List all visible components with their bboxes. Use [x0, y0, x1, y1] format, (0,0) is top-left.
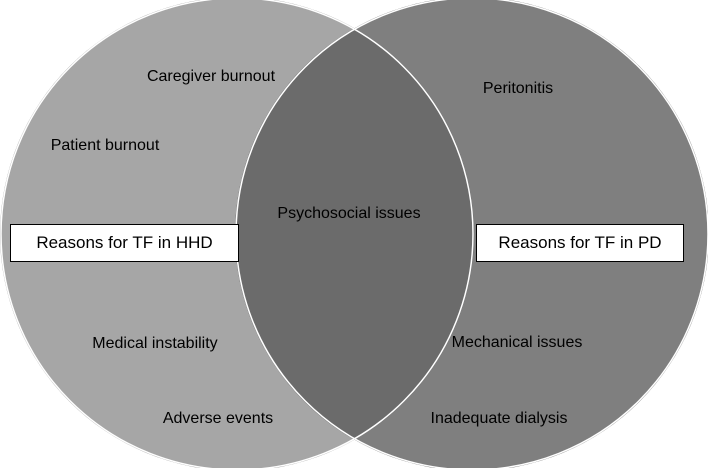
- left-set-title: Reasons for TF in HHD: [36, 233, 213, 252]
- right-set-title-box: Reasons for TF in PD: [476, 224, 684, 262]
- left-item-medical-instability: Medical instability: [92, 335, 217, 352]
- left-item-adverse-events: Adverse events: [163, 410, 273, 427]
- left-item-caregiver-burnout: Caregiver burnout: [147, 68, 276, 85]
- right-item-peritonitis: Peritonitis: [483, 80, 553, 97]
- overlap-region: [235, 0, 474, 468]
- overlap-item-psychosocial-issues: Psychosocial issues: [277, 205, 420, 222]
- right-item-inadequate-dialysis: Inadequate dialysis: [431, 410, 568, 427]
- right-set-title: Reasons for TF in PD: [498, 233, 662, 252]
- left-item-patient-burnout: Patient burnout: [51, 137, 160, 154]
- left-set-title-box: Reasons for TF in HHD: [10, 224, 239, 262]
- right-item-mechanical-issues: Mechanical issues: [452, 334, 583, 351]
- left-circle-outline: [0, 0, 474, 468]
